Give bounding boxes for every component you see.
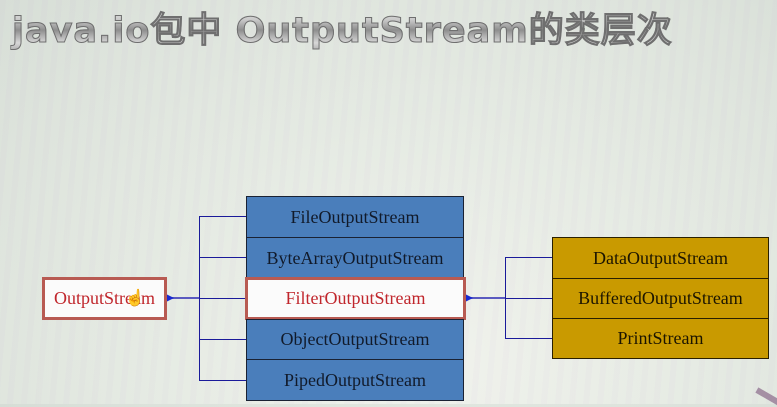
class-label: ByteArrayOutputStream bbox=[266, 247, 444, 268]
class-box-outputstream[interactable]: OutputStream bbox=[42, 277, 167, 320]
class-box-filteroutputstream[interactable]: FilterOutputStream bbox=[245, 277, 466, 320]
class-label: DataOutputStream bbox=[593, 247, 728, 268]
slide-title: java.io包中 OutputStream的类层次 bbox=[12, 2, 673, 53]
class-box-bufferedoutputstream[interactable]: BufferedOutputStream bbox=[552, 278, 769, 319]
class-box-objectoutputstream[interactable]: ObjectOutputStream bbox=[246, 319, 464, 360]
class-box-fileoutputstream[interactable]: FileOutputStream bbox=[246, 196, 464, 238]
class-label: ObjectOutputStream bbox=[280, 329, 430, 349]
class-box-dataoutputstream[interactable]: DataOutputStream bbox=[552, 237, 769, 279]
class-label: OutputStream bbox=[54, 288, 155, 308]
class-label: FilterOutputStream bbox=[285, 288, 426, 308]
class-label: PrintStream bbox=[617, 328, 704, 348]
class-box-pipedoutputstream[interactable]: PipedOutputStream bbox=[246, 359, 464, 401]
class-label: FileOutputStream bbox=[290, 206, 420, 227]
class-box-bytearrayoutputstream[interactable]: ByteArrayOutputStream bbox=[246, 237, 464, 279]
hand-cursor-icon: ☝ bbox=[125, 290, 145, 307]
class-box-printstream[interactable]: PrintStream bbox=[552, 318, 769, 359]
class-label: PipedOutputStream bbox=[284, 369, 426, 390]
class-label: BufferedOutputStream bbox=[578, 288, 743, 308]
